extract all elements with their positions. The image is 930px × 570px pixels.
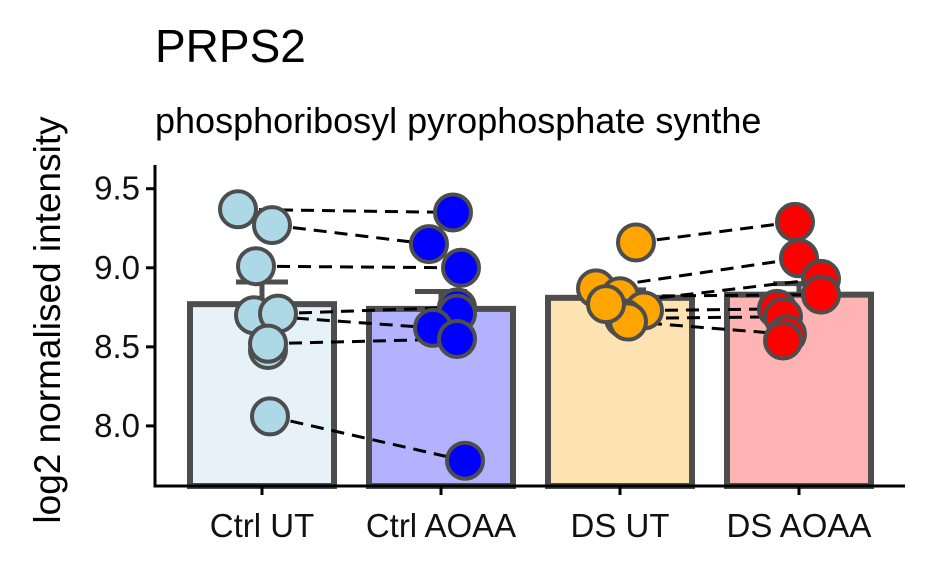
data-point <box>586 284 626 325</box>
pair-line <box>255 264 462 270</box>
data-point <box>445 440 485 481</box>
x-tick-label: Ctrl AOAA <box>366 507 516 544</box>
pair-line <box>269 414 466 463</box>
x-tick-label: DS UT <box>571 507 670 544</box>
pair-line <box>237 207 454 214</box>
data-point <box>775 201 815 242</box>
data-point <box>441 247 481 288</box>
pair-line <box>635 220 796 244</box>
x-tick-label: Ctrl UT <box>210 507 314 544</box>
y-tick-label: 9.0 <box>94 249 140 286</box>
x-tick-label: DS AOAA <box>727 507 872 544</box>
data-point <box>433 192 473 233</box>
chart-subtitle: phosphoribosyl pyrophosphate synthe <box>155 100 761 141</box>
pair-line <box>617 277 822 305</box>
pair-line <box>271 223 430 246</box>
y-tick-label: 8.5 <box>94 328 140 365</box>
pair-line <box>277 305 458 316</box>
data-point <box>801 274 841 315</box>
data-point <box>218 189 258 230</box>
pair-line <box>595 256 800 290</box>
data-point <box>252 205 292 246</box>
y-axis-label: log2 normalised intensity <box>27 116 68 524</box>
data-point <box>250 396 290 437</box>
data-point <box>236 246 276 287</box>
data-point <box>437 318 477 359</box>
data-point <box>763 320 803 361</box>
y-tick-label: 9.5 <box>94 170 140 207</box>
data-point <box>616 222 656 263</box>
y-tick-label: 8.0 <box>94 407 140 444</box>
data-point <box>409 224 449 265</box>
pair-line <box>643 307 778 312</box>
bar-ds-aoaa <box>724 291 874 490</box>
chart-title: PRPS2 <box>155 20 306 72</box>
data-point <box>248 323 288 364</box>
